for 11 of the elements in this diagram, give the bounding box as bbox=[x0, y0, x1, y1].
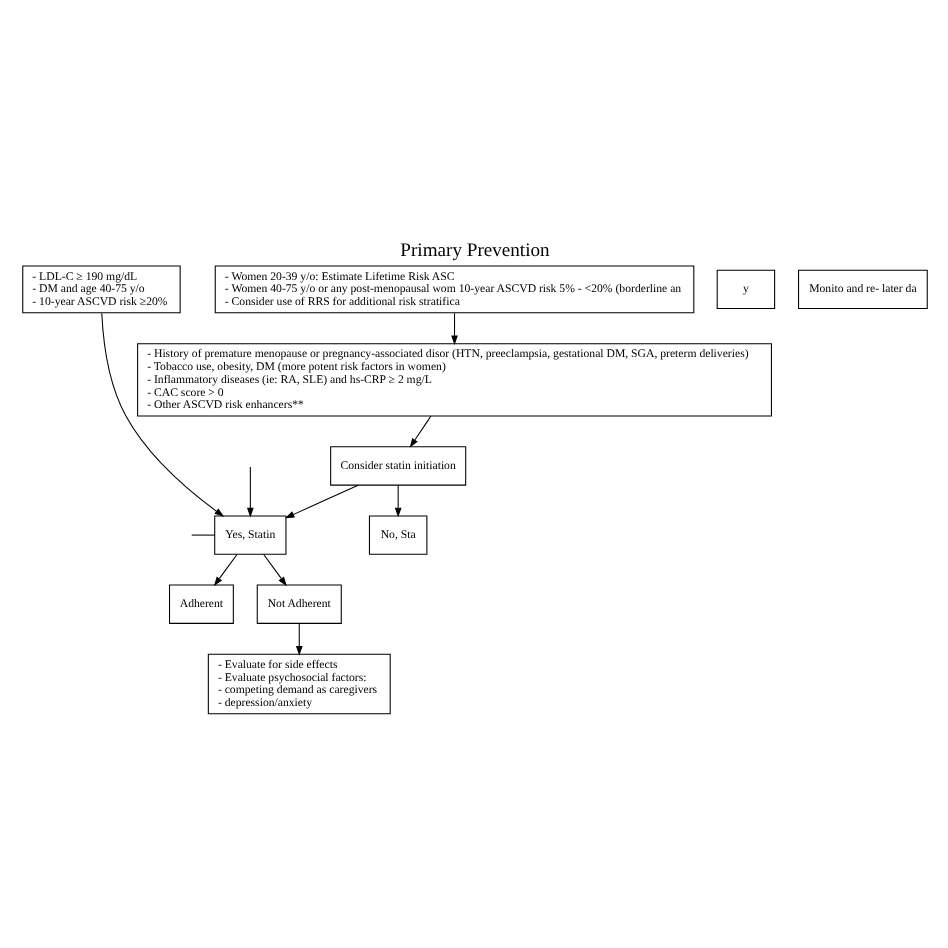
arrow bbox=[100, 311, 224, 516]
arrow bbox=[408, 414, 431, 447]
arrow bbox=[246, 465, 253, 517]
connector bbox=[190, 533, 215, 535]
arrow bbox=[283, 483, 358, 518]
arrow bbox=[212, 552, 237, 586]
arrow bbox=[393, 483, 401, 517]
diagram-title: Primary Prevention bbox=[399, 238, 549, 261]
arrow bbox=[294, 622, 302, 655]
arrow bbox=[262, 552, 286, 586]
arrow bbox=[450, 311, 457, 345]
